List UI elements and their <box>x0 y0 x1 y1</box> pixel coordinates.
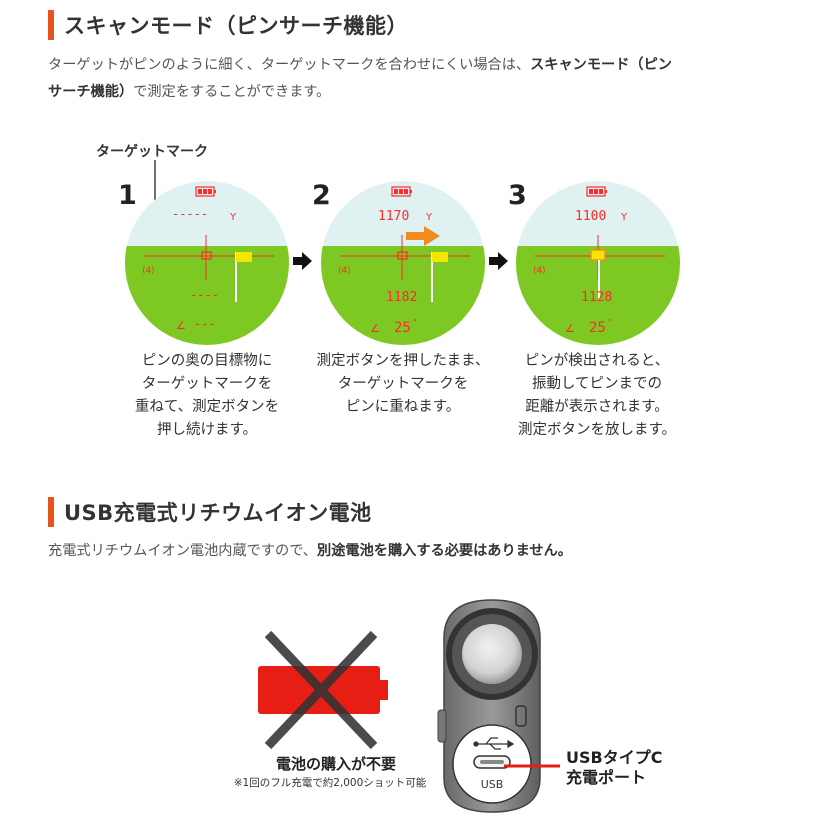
side-button-icon <box>437 709 447 743</box>
mid-readout: ---- <box>190 288 219 302</box>
angle-icon: ∠ <box>370 322 380 335</box>
step-2-caption: 測定ボタンを押したまま、 ターゲットマークを ピンに重ねます。 <box>303 350 503 419</box>
title-accent-bar <box>48 497 54 527</box>
mode-icon: ⟨4⟩ <box>533 266 546 276</box>
caption-line: ターゲットマークを <box>337 376 469 392</box>
caption-line: ターゲットマークを <box>141 376 273 392</box>
port-pointer-line <box>504 764 560 768</box>
step-number-3: 3 <box>508 180 527 211</box>
angle-icon: ∠ <box>565 322 575 335</box>
section-title-text: スキャンモード（ピンサーチ機能） <box>64 14 408 38</box>
caption-line: 測定ボタンを放します。 <box>517 422 677 438</box>
caption-line: 振動してピンまでの <box>531 376 663 392</box>
rangefinder-device-illustration: USB <box>437 599 541 813</box>
battery-indicator-icon <box>195 186 216 197</box>
caption-line: 重ねて、測定ボタンを <box>134 399 280 415</box>
step-1-caption: ピンの奥の目標物に ターゲットマークを 重ねて、測定ボタンを 押し続けます。 <box>107 350 307 442</box>
no-battery-purchase-label: 電池の購入が不要 <box>275 755 396 773</box>
top-unit: Y <box>620 212 628 223</box>
usb-battery-description: 充電式リチウムイオン電池内蔵ですので、別途電池を購入する必要はありません。 <box>48 538 572 565</box>
top-readout: ----- <box>172 207 208 221</box>
flag-icon <box>235 252 252 302</box>
port-label-line-2: 充電ポート <box>566 768 647 787</box>
charge-capacity-note: ※1回のフル充電で約2,000ショット可能 <box>233 777 427 789</box>
move-right-arrow-icon <box>406 226 440 246</box>
flag-icon <box>431 252 448 302</box>
top-readout: 1100 <box>575 209 606 224</box>
top-unit: Y <box>425 212 433 223</box>
degree-symbol: ° <box>413 318 417 327</box>
target-mark-locked-icon <box>590 249 606 261</box>
caption-line: ピンが検出されると、 <box>524 353 670 369</box>
desc-text-2: で測定をすることができます。 <box>133 84 331 100</box>
top-unit: Y <box>229 212 237 223</box>
desc-bold-text: スキャンモード（ピン <box>530 57 672 73</box>
step-number-2: 2 <box>312 180 331 211</box>
step-number-1: 1 <box>118 180 137 211</box>
angle-icon: ∠ <box>176 319 186 332</box>
lens-icon <box>462 624 522 684</box>
mode-icon: ⟨4⟩ <box>142 266 155 276</box>
title-accent-bar <box>48 10 54 40</box>
mid-readout: 1128 <box>581 290 612 305</box>
bottom-readout: 25 <box>394 320 411 336</box>
target-mark-label: ターゲットマーク <box>96 144 208 160</box>
scan-mode-description: ターゲットがピンのように細く、ターゲットマークを合わせにくい場合は、スキャンモー… <box>48 52 672 106</box>
scope-view-step-1: ----- Y ⟨4⟩ ---- ∠ --- <box>125 181 289 345</box>
usb-text: USB <box>481 778 504 791</box>
desc-bold-text-2: サーチ機能） <box>48 84 134 100</box>
scope-view-step-3: 1100 Y ⟨4⟩ 1128 ∠ 25 ° <box>516 181 680 345</box>
desc-text: 充電式リチウムイオン電池内蔵ですので、 <box>48 543 317 559</box>
top-readout: 1170 <box>378 209 409 224</box>
caption-line: 測定ボタンを押したまま、 <box>316 353 490 369</box>
usb-symbol-icon <box>473 737 515 750</box>
caption-line: ピンの奥の目標物に <box>141 353 273 369</box>
section-title-text: USB充電式リチウムイオン電池 <box>64 501 372 525</box>
step-3-caption: ピンが検出されると、 振動してピンまでの 距離が表示されます。 測定ボタンを放し… <box>497 350 697 442</box>
step-arrow-icon <box>489 252 508 270</box>
target-mark-icon <box>397 251 408 260</box>
crossed-battery-illustration <box>258 630 388 750</box>
section-title-usb-battery: USB充電式リチウムイオン電池 <box>48 497 372 527</box>
desc-bold-text: 別途電池を購入する必要はありません。 <box>317 543 572 559</box>
target-mark-icon <box>201 251 212 260</box>
caption-line: ピンに重ねます。 <box>345 399 461 415</box>
port-label-line-1: USBタイプC <box>566 748 663 767</box>
caption-line: 距離が表示されます。 <box>525 399 669 415</box>
battery-indicator-icon <box>391 186 412 197</box>
battery-indicator-icon <box>586 186 607 197</box>
caption-line: 押し続けます。 <box>156 422 258 438</box>
mid-readout: 1182 <box>386 290 417 305</box>
strap-loop-icon <box>515 705 527 727</box>
desc-text: ターゲットがピンのように細く、ターゲットマークを合わせにくい場合は、 <box>48 57 531 73</box>
degree-symbol: ° <box>608 318 612 327</box>
bottom-readout: 25 <box>589 320 606 336</box>
scope-view-step-2: 1170 Y ⟨4⟩ 1182 ∠ 25 ° <box>321 181 485 345</box>
step-arrow-icon <box>293 252 312 270</box>
section-title-scan-mode: スキャンモード（ピンサーチ機能） <box>48 10 408 40</box>
mode-icon: ⟨4⟩ <box>338 266 351 276</box>
usb-c-port-label: USBタイプC 充電ポート <box>566 748 662 788</box>
cross-mark-icon <box>264 630 378 750</box>
bottom-readout: --- <box>194 317 216 331</box>
